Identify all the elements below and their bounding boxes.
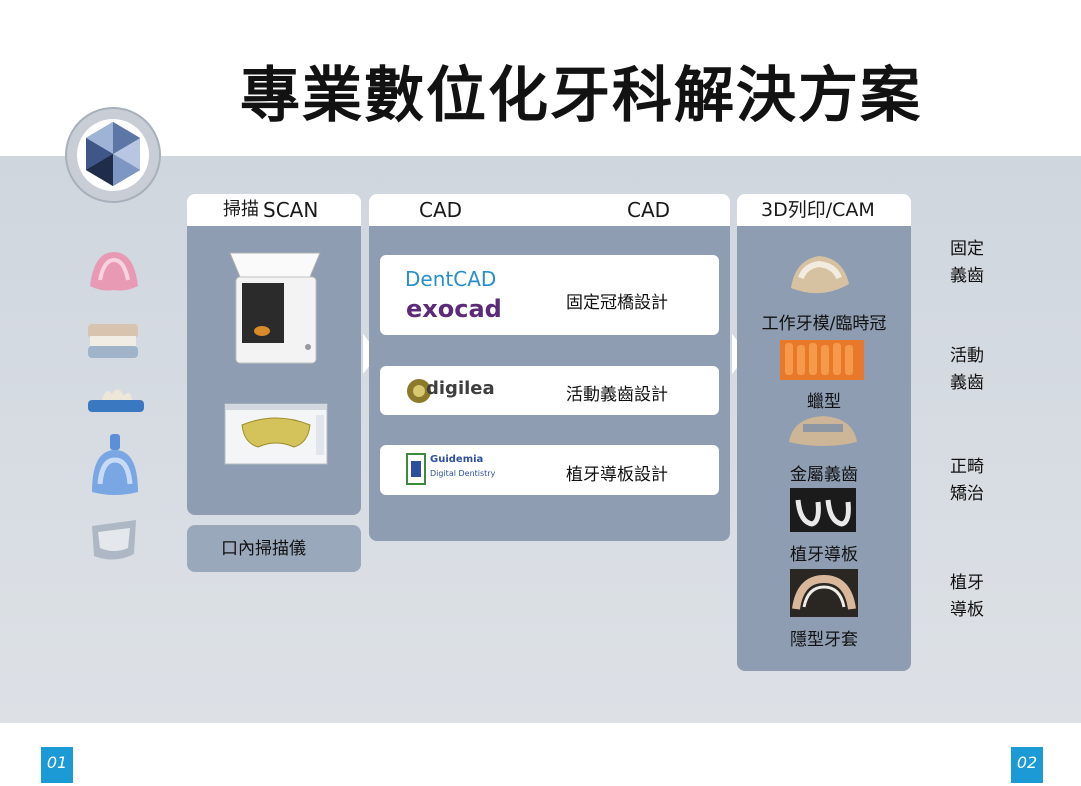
- cam-output-wax: 蠟型: [807, 392, 841, 412]
- side-label-removable-denture: 活動 義齒: [950, 343, 984, 397]
- side-label-orthodontics: 正畸 矯治: [950, 454, 984, 508]
- side-label-line: 植牙: [950, 573, 984, 593]
- digilea-brand: digilea: [426, 378, 495, 399]
- page-number-left[interactable]: 01: [41, 747, 73, 783]
- cad-header-left: CAD: [419, 198, 463, 222]
- scan-header-suffix: SCAN: [263, 198, 319, 222]
- wax-pattern-image: [780, 340, 864, 380]
- impression-tray-image: [92, 434, 138, 495]
- cad-header-right: CAD: [627, 198, 671, 222]
- cam-header-text: 3D列印/CAM: [761, 199, 875, 221]
- cam-output-metal-denture: 金屬義齒: [790, 465, 858, 485]
- teeth-model-image: [88, 324, 138, 358]
- metal-denture-image: [789, 416, 857, 446]
- scan-software-image: [224, 403, 328, 465]
- clear-aligner-image: [790, 569, 858, 617]
- scanner-device-image: [229, 252, 321, 364]
- dentcad-brand: DentCAD: [405, 267, 497, 291]
- implant-model-image: [88, 389, 144, 412]
- scan-header-prefix: 掃描: [223, 199, 259, 220]
- cam-header: 3D列印/CAM: [737, 194, 911, 226]
- side-label-line: 固定: [950, 239, 984, 259]
- cad-header: CAD CAD: [369, 194, 730, 226]
- working-model-image: [791, 256, 849, 294]
- implant-guide-image: [790, 488, 856, 532]
- intraoral-scanner-label: 口內掃描儀: [187, 525, 361, 572]
- side-label-implant-guide: 植牙 導板: [950, 570, 984, 624]
- exocad-brand: exocad: [406, 295, 502, 323]
- cam-output-working-model: 工作牙模/臨時冠: [761, 314, 887, 334]
- cad-card-removable[interactable]: digilea 活動義齒設計: [380, 366, 719, 415]
- fixed-crown-design-label: 固定冠橋設計: [566, 293, 668, 313]
- side-label-line: 活動: [950, 346, 984, 366]
- page-title: 專業數位化牙科解決方案: [240, 61, 922, 131]
- scan-header: 掃描 SCAN: [187, 194, 361, 226]
- digilea-logo-icon: [407, 379, 431, 403]
- guidemia-brand: Guidemia: [430, 454, 484, 465]
- side-label-line: 矯治: [950, 484, 984, 504]
- shining-3d-logo: [65, 107, 161, 203]
- denture-pink-image: [90, 252, 138, 291]
- guidemia-subbrand: Digital Dentistry: [430, 469, 496, 478]
- side-label-fixed-denture: 固定 義齒: [950, 236, 984, 290]
- cam-output-implant-guide: 植牙導板: [790, 545, 858, 565]
- scan-model-image: [92, 520, 136, 560]
- side-label-line: 導板: [950, 600, 984, 620]
- cad-card-fixed-crown[interactable]: DentCAD exocad 固定冠橋設計: [380, 255, 719, 335]
- side-label-line: 義齒: [950, 266, 984, 286]
- side-label-line: 義齒: [950, 373, 984, 393]
- cad-card-implant-guide[interactable]: Guidemia Digital Dentistry 植牙導板設計: [380, 445, 719, 495]
- implant-guide-design-label: 植牙導板設計: [566, 465, 668, 485]
- side-label-line: 正畸: [950, 457, 984, 477]
- removable-design-label: 活動義齒設計: [566, 385, 668, 405]
- guidemia-logo-icon: [406, 453, 426, 485]
- cam-output-clear-aligner: 隱型牙套: [790, 630, 858, 650]
- page-number-right[interactable]: 02: [1011, 747, 1043, 783]
